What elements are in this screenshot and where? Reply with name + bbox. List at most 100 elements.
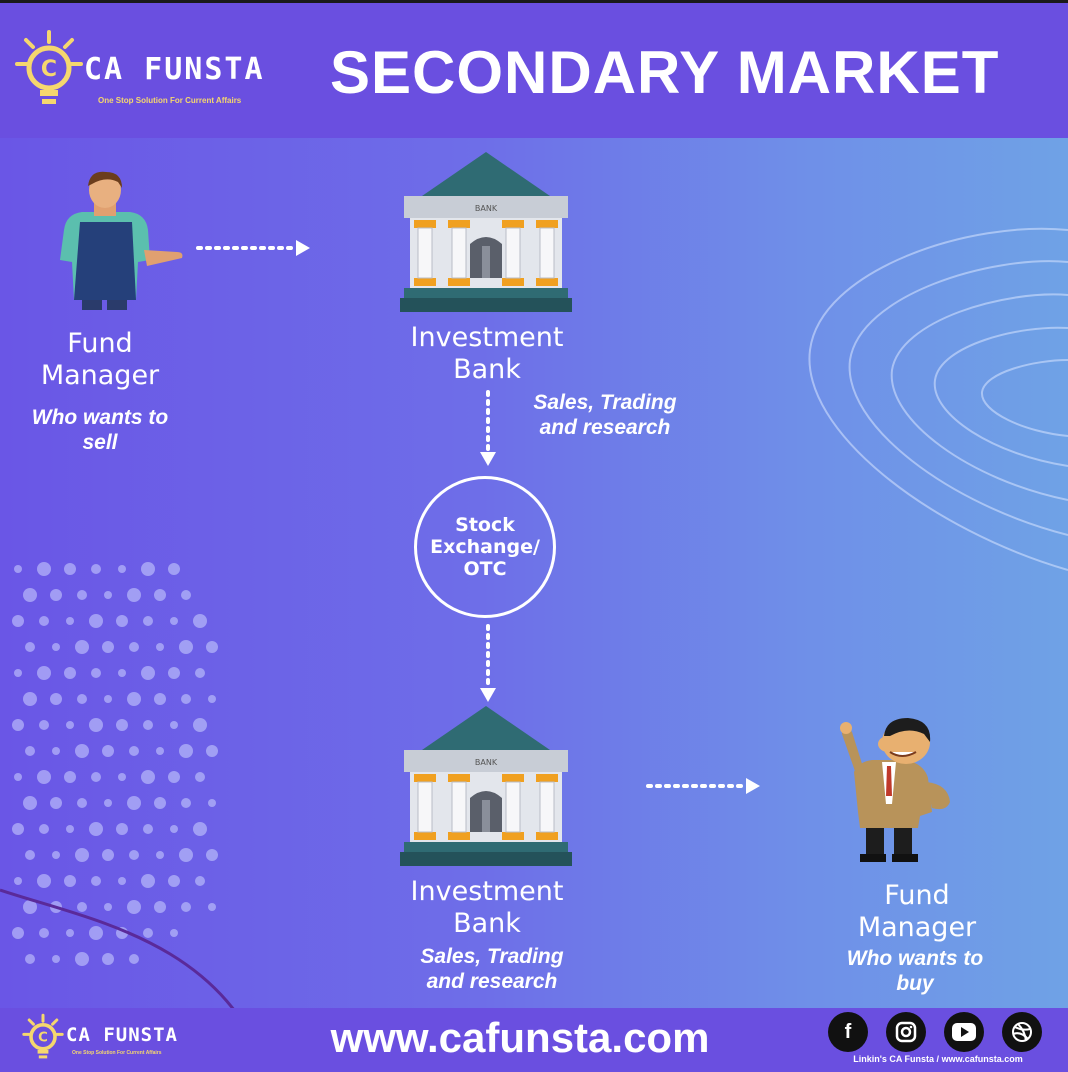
- decorative-dot: [104, 903, 112, 911]
- dot-pattern-decoration: [12, 562, 218, 966]
- decorative-dot: [206, 641, 218, 653]
- decorative-dot: [206, 849, 218, 861]
- decorative-dot: [129, 642, 139, 652]
- bank-bottom-sub: Sales, Trading and research: [397, 944, 587, 994]
- decorative-dot: [127, 796, 141, 810]
- decorative-dot: [154, 797, 166, 809]
- decorative-dot: [102, 849, 114, 861]
- arrow-bank-to-exchange: [480, 390, 496, 466]
- exchange-line3: OTC: [463, 558, 507, 580]
- bank-top-sub-line2: and research: [539, 416, 671, 439]
- bank-top-sub: Sales, Trading and research: [510, 390, 700, 440]
- decorative-dot: [141, 770, 155, 784]
- decorative-dot: [143, 824, 153, 834]
- decorative-dot: [141, 874, 155, 888]
- bank-building-icon: BANK: [400, 706, 572, 866]
- decorative-dot: [89, 614, 103, 628]
- bank-bottom-sub-line2: and research: [426, 970, 558, 993]
- decorative-dot: [14, 877, 22, 885]
- decorative-dot: [156, 643, 164, 651]
- decorative-dot: [170, 721, 178, 729]
- bulb-logo-icon: C: [15, 30, 83, 104]
- decorative-dot: [104, 799, 112, 807]
- bank-top-label-line2: Bank: [453, 354, 521, 385]
- bank-building-icon: BANK: [400, 152, 572, 312]
- decorative-dot: [25, 954, 35, 964]
- decorative-dot: [156, 851, 164, 859]
- arrow-bank-to-buyer: [646, 778, 760, 794]
- bank-top-label: Investment Bank: [387, 322, 587, 386]
- decorative-dot: [66, 825, 74, 833]
- decorative-dot: [102, 641, 114, 653]
- exchange-line2: Exchange/: [430, 536, 540, 558]
- decorative-dot: [91, 668, 101, 678]
- decorative-dot: [75, 744, 89, 758]
- decorative-dot: [14, 669, 22, 677]
- buyer-sub-line2: buy: [896, 972, 934, 995]
- decorative-dot: [77, 694, 87, 704]
- buyer-sub: Who wants to buy: [825, 946, 1005, 996]
- decorative-dot: [64, 875, 76, 887]
- decorative-dot: [91, 564, 101, 574]
- website-link[interactable]: www.cafunsta.com: [330, 1014, 710, 1061]
- decorative-dot: [23, 796, 37, 810]
- buyer-sub-line1: Who wants to: [846, 947, 984, 970]
- seller-label: Fund Manager: [20, 328, 180, 392]
- decorative-dot: [52, 851, 60, 859]
- arrow-exchange-to-bank: [480, 624, 496, 702]
- decorative-dot: [143, 720, 153, 730]
- decorative-dot: [75, 848, 89, 862]
- buyer-label-line1: Fund: [884, 880, 950, 911]
- bank-bottom-label-line1: Investment: [410, 876, 564, 907]
- decorative-dot: [37, 770, 51, 784]
- decorative-dot: [208, 903, 216, 911]
- decorative-dot: [141, 666, 155, 680]
- decorative-dot: [195, 668, 205, 678]
- decorative-dot: [118, 669, 126, 677]
- facebook-icon[interactable]: f: [828, 1012, 868, 1052]
- buyer-person-icon: [840, 718, 950, 862]
- bulb-logo-icon: C: [22, 1013, 64, 1059]
- decorative-dot: [75, 640, 89, 654]
- decorative-dot: [89, 822, 103, 836]
- footer-logo-name: CA FUNSTA: [66, 1024, 178, 1046]
- dribbble-icon[interactable]: [1002, 1012, 1042, 1052]
- decorative-dot: [181, 902, 191, 912]
- decorative-dot: [193, 822, 207, 836]
- bank-sign: BANK: [475, 204, 498, 213]
- decorative-dot: [91, 876, 101, 886]
- seller-sub-line1: Who wants to: [31, 406, 169, 429]
- decorative-dot: [64, 563, 76, 575]
- decorative-dot: [181, 694, 191, 704]
- stock-exchange-label: Stock Exchange/ OTC: [430, 514, 540, 580]
- decorative-dot: [50, 693, 62, 705]
- decorative-dot: [181, 590, 191, 600]
- decorative-dot: [154, 693, 166, 705]
- instagram-icon[interactable]: [886, 1012, 926, 1052]
- seller-person-icon: [60, 171, 183, 310]
- buyer-label: Fund Manager: [832, 880, 1002, 944]
- stock-exchange-circle: Stock Exchange/ OTC: [414, 476, 556, 618]
- decorative-dot: [116, 615, 128, 627]
- decorative-dot: [89, 926, 103, 940]
- seller-sub: Who wants to sell: [10, 405, 190, 455]
- decorative-dot: [52, 747, 60, 755]
- header-bar: [0, 0, 1068, 138]
- decorative-dot: [195, 876, 205, 886]
- youtube-icon[interactable]: [944, 1012, 984, 1052]
- decorative-dot: [118, 877, 126, 885]
- decorative-dot: [179, 848, 193, 862]
- decorative-dot: [12, 615, 24, 627]
- decorative-dot: [37, 666, 51, 680]
- exchange-line1: Stock: [455, 514, 515, 536]
- logo-tagline: One Stop Solution For Current Affairs: [98, 96, 242, 105]
- bank-bottom-sub-line1: Sales, Trading: [420, 945, 564, 968]
- decorative-dot: [102, 745, 114, 757]
- seller-label-line1: Fund: [67, 328, 133, 359]
- bank-sign: BANK: [475, 758, 498, 767]
- decorative-dot: [116, 719, 128, 731]
- decorative-dot: [179, 640, 193, 654]
- decorative-dot: [39, 928, 49, 938]
- decorative-dot: [170, 929, 178, 937]
